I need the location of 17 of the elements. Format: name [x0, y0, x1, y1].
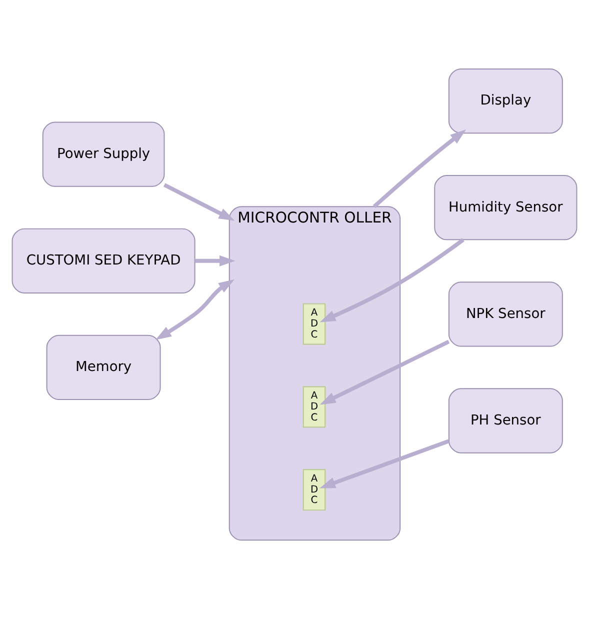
node-box: Memory [46, 334, 161, 400]
node-box: PH Sensor [448, 388, 563, 454]
node-box: Display [448, 68, 563, 134]
node-box: CUSTOMI SED KEYPAD [12, 228, 196, 294]
arrow [156, 279, 234, 340]
node-box: NPK Sensor [448, 282, 563, 347]
node-box: A D C [302, 386, 326, 428]
node-box: A D C [302, 469, 326, 511]
node-box: Humidity Sensor [434, 175, 578, 240]
arrow [320, 340, 450, 405]
node-box: Power Supply [42, 122, 165, 187]
arrow [194, 255, 236, 266]
arrow [320, 439, 450, 488]
arrow [372, 130, 466, 208]
arrow [320, 238, 464, 322]
arrow [163, 183, 235, 221]
node-box: A D C [302, 303, 326, 345]
